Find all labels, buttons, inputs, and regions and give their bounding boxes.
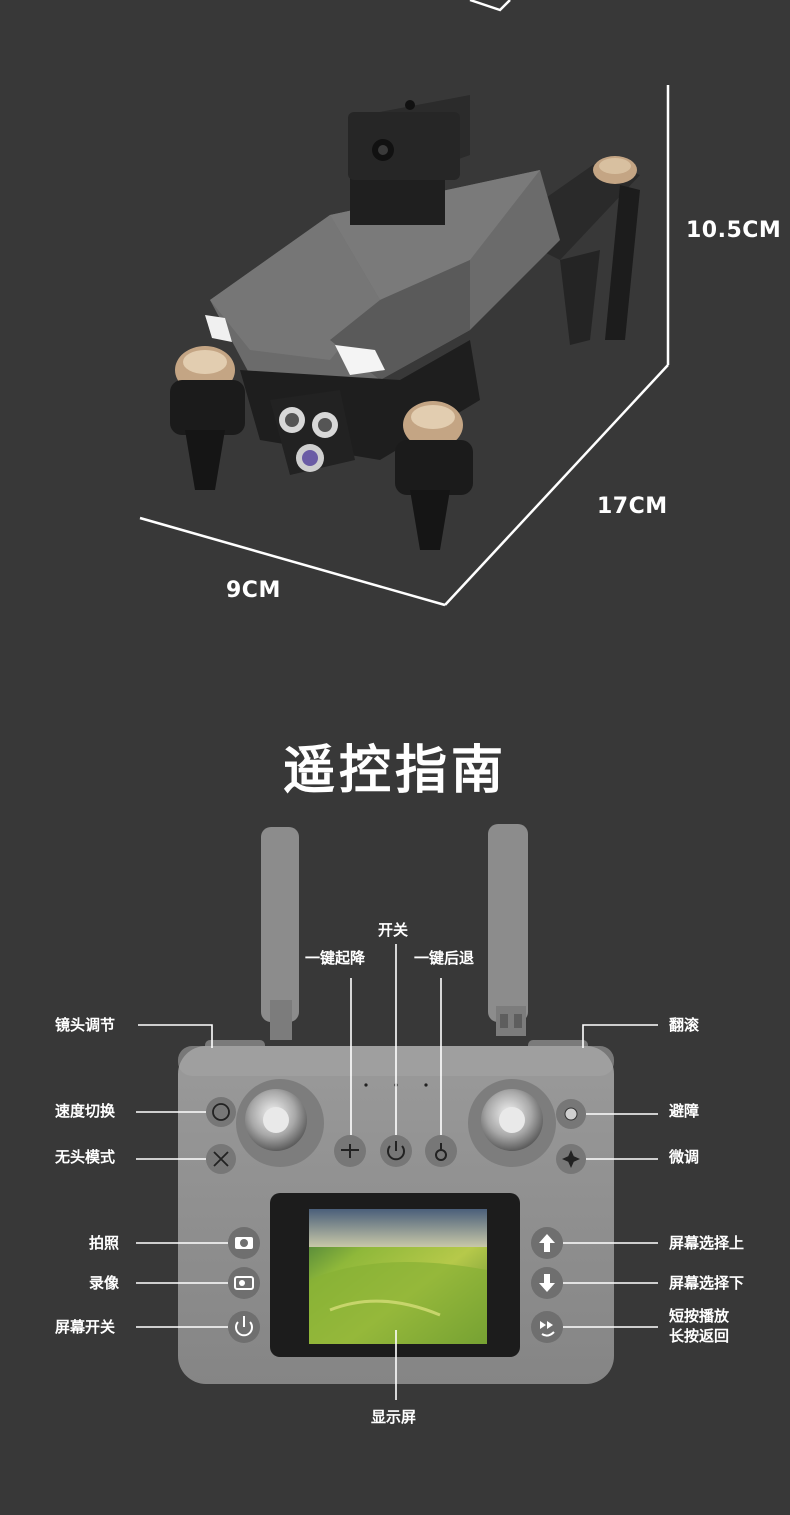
label-screen-switch: 屏幕开关 [55, 1318, 116, 1336]
screen-down-button [531, 1267, 563, 1299]
drone-illustration [139, 0, 670, 607]
callout-lines [136, 944, 658, 1400]
power-button [380, 1135, 412, 1167]
playback-button [531, 1311, 563, 1343]
label-lens-adjust: 镜头调节 [55, 1016, 116, 1034]
screen-power-button [228, 1311, 260, 1343]
label-screen-down: 屏幕选择下 [669, 1274, 745, 1292]
label-playback-line1: 短按播放 [669, 1307, 730, 1325]
label-one-key-return: 一键后退 [414, 949, 475, 967]
video-button [228, 1267, 260, 1299]
section-title: 遥控指南 [282, 741, 507, 801]
label-playback-line2: 长按返回 [669, 1327, 730, 1345]
height-dimension-label: 10.5CM [686, 218, 782, 243]
headless-mode-button [206, 1144, 236, 1174]
label-screen-up: 屏幕选择上 [669, 1234, 745, 1252]
trim-button [556, 1144, 586, 1174]
dimension-line-length [444, 364, 669, 606]
label-trim: 微调 [669, 1148, 700, 1166]
photo-button [228, 1227, 260, 1259]
box-edge-top [469, 0, 511, 12]
speed-switch-button [206, 1097, 236, 1127]
label-power: 开关 [378, 921, 409, 939]
label-flip: 翻滚 [669, 1016, 700, 1034]
screen-up-button [531, 1227, 563, 1259]
obstacle-avoid-button [556, 1099, 586, 1129]
label-one-key-takeoff: 一键起降 [305, 949, 366, 967]
left-joystick [236, 1079, 324, 1167]
label-photo: 拍照 [89, 1234, 120, 1252]
label-display: 显示屏 [371, 1408, 417, 1426]
controller-illustration [136, 824, 658, 1400]
width-dimension-label: 9CM [226, 578, 281, 603]
label-video: 录像 [89, 1274, 120, 1292]
dimension-line-width [139, 516, 446, 607]
label-speed-switch: 速度切换 [55, 1102, 116, 1120]
one-key-return-button [425, 1135, 457, 1167]
right-joystick [468, 1079, 556, 1167]
label-headless-mode: 无头模式 [55, 1148, 116, 1166]
label-playback: 短按播放 长按返回 [669, 1306, 729, 1346]
right-antenna [488, 824, 528, 1036]
label-obstacle-avoid: 避障 [669, 1102, 700, 1120]
takeoff-land-button [334, 1135, 366, 1167]
left-antenna [261, 827, 299, 1040]
length-dimension-label: 17CM [597, 494, 668, 519]
